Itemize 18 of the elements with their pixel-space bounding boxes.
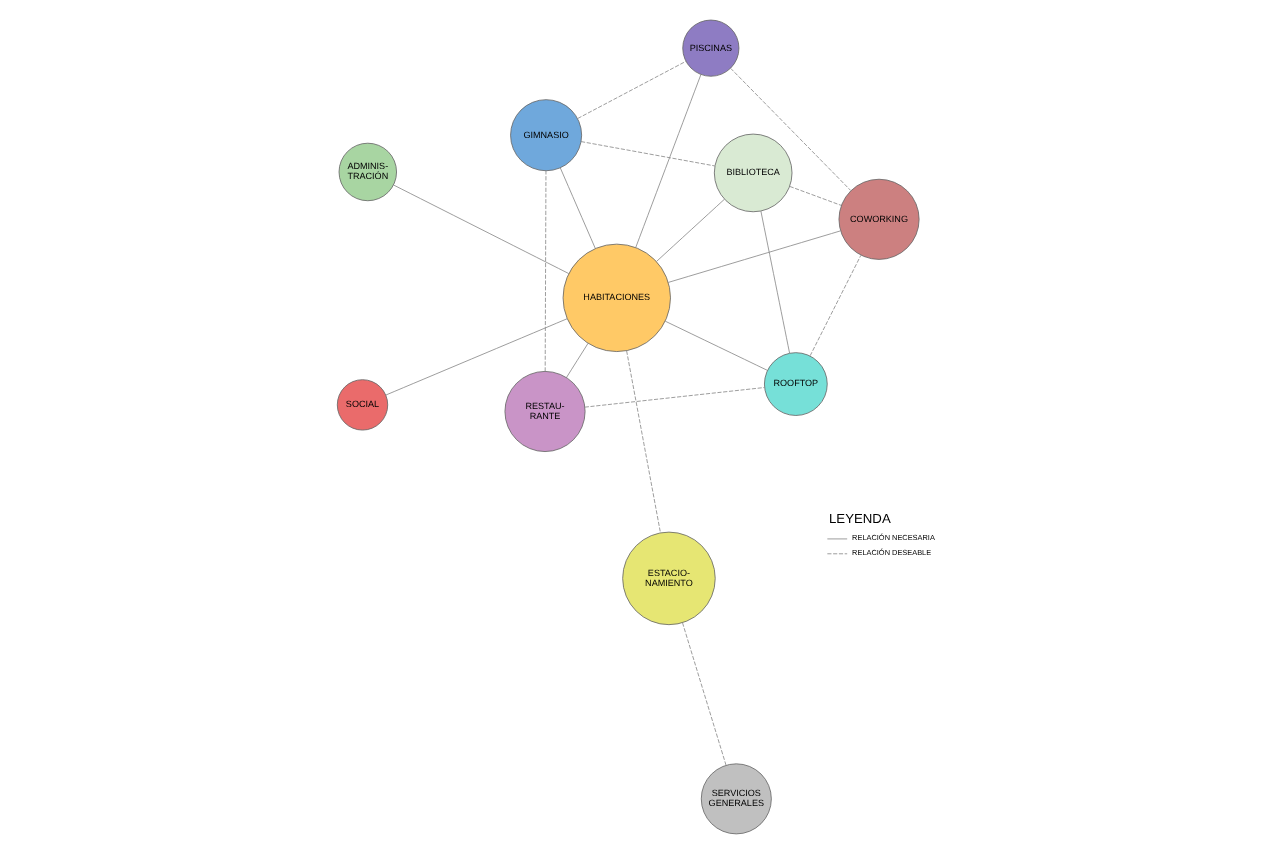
connector [759,210,789,354]
connector [392,184,569,274]
connector [576,60,686,119]
connector [565,343,588,378]
connector [788,186,841,206]
connector [558,167,595,249]
connector [666,230,840,283]
connector [543,170,546,372]
connector [729,68,851,191]
connector [655,198,724,262]
connector [625,350,660,534]
connector [808,254,861,357]
connector [663,320,767,371]
connector [579,141,715,167]
connector [384,318,567,396]
connector [681,622,726,766]
connector [634,74,701,248]
connector [583,387,764,408]
